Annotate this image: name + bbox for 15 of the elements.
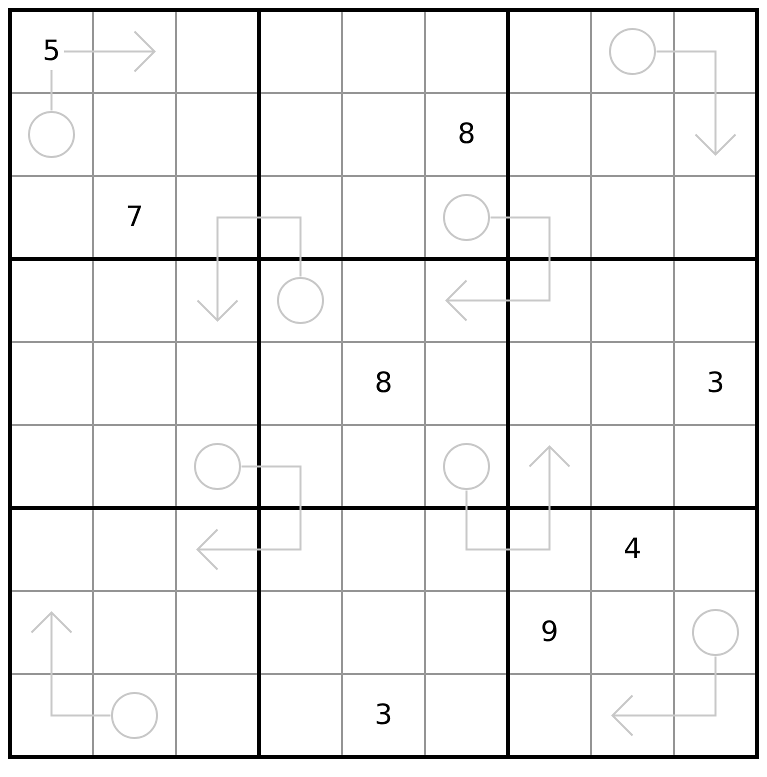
arrow <box>196 216 302 322</box>
circle-marker <box>28 111 75 158</box>
circle-marker <box>277 277 324 324</box>
circle-marker <box>443 194 490 241</box>
arrow <box>196 466 302 570</box>
circle-marker <box>609 28 656 75</box>
arrow <box>466 446 570 550</box>
circle-marker <box>443 443 490 490</box>
arrow <box>446 216 550 322</box>
arrow <box>612 656 716 736</box>
arrow <box>656 50 736 156</box>
circle-marker <box>692 609 739 656</box>
circle-marker <box>194 443 241 490</box>
arrow <box>30 612 110 716</box>
circle-marker <box>111 692 158 739</box>
